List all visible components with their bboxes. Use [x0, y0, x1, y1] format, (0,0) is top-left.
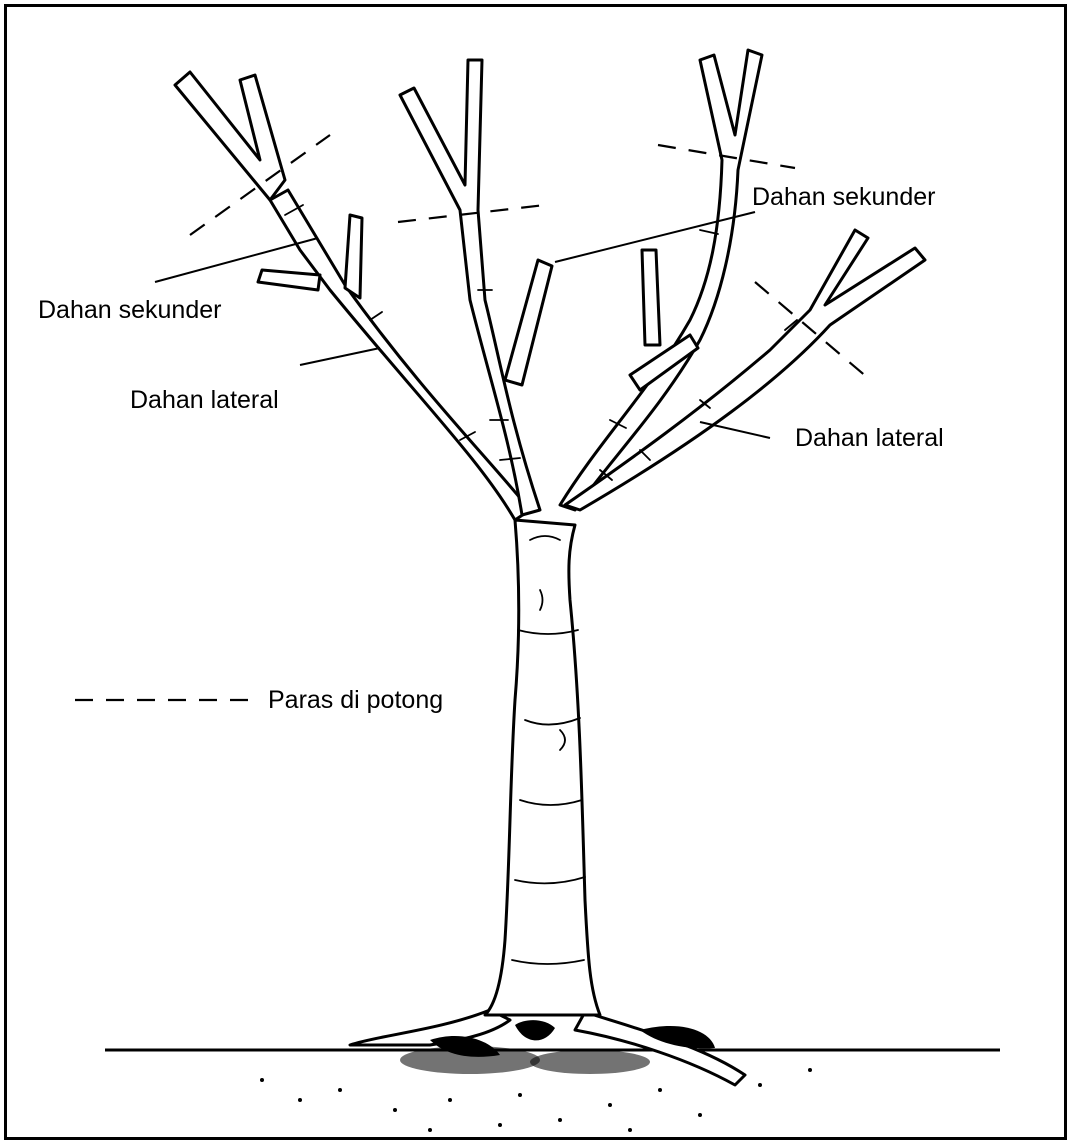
label-secondary-branch-right: Dahan sekunder — [752, 183, 935, 211]
label-secondary-branch-left: Dahan sekunder — [38, 296, 221, 324]
central-secondary-stub — [505, 260, 552, 385]
left-top-twig — [175, 72, 285, 200]
soil-stipple — [260, 1046, 812, 1132]
legend-cut-level-label: Paras di potong — [268, 686, 443, 714]
right-secondary-stub — [642, 250, 660, 345]
label-lateral-branch-left: Dahan lateral — [130, 386, 279, 414]
left-secondary-twig — [345, 215, 362, 298]
right-lateral-branch — [565, 230, 925, 510]
label-lateral-branch-right: Dahan lateral — [795, 424, 944, 452]
tree-roots — [350, 1010, 745, 1085]
left-secondary-stub — [258, 270, 320, 290]
